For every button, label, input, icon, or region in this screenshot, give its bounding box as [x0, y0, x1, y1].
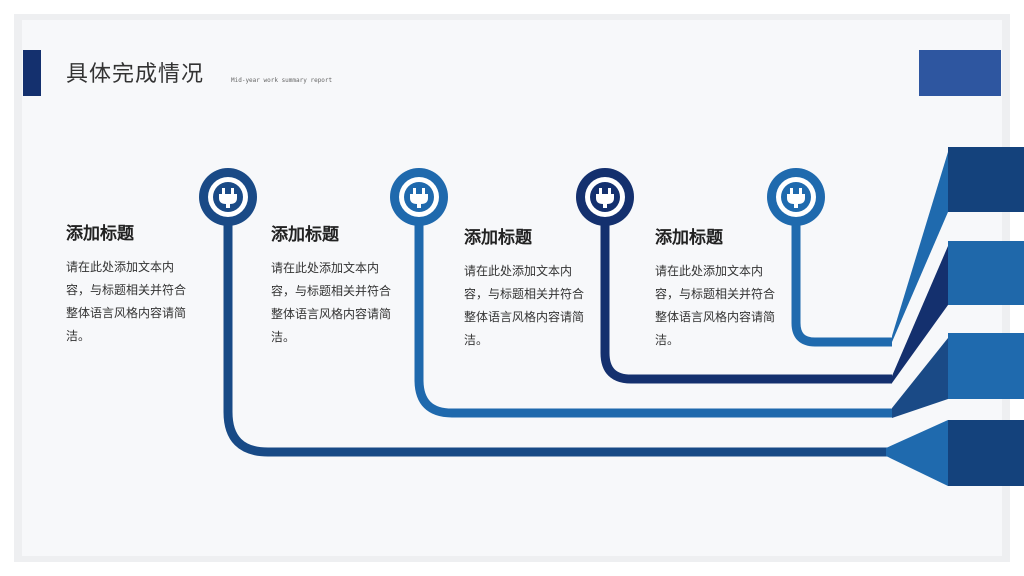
card-body: 请在此处添加文本内容，与标题相关并符合整体语言风格内容请简洁。 [464, 264, 585, 347]
timeline-line-2 [414, 200, 892, 418]
arrow-block-3 [892, 333, 1024, 418]
page-subtitle: Mid-year work summary report [231, 77, 333, 84]
plug-icon [575, 167, 635, 227]
arrow-block-1 [892, 147, 1024, 342]
card-title: 添加标题 [655, 228, 723, 248]
card-title: 添加标题 [464, 228, 532, 248]
card-4: 添加标题 请在此处添加文本内容，与标题相关并符合整体语言风格内容请简洁。 [655, 223, 795, 352]
corner-decoration [919, 50, 1001, 96]
card-body: 请在此处添加文本内容，与标题相关并符合整体语言风格内容请简洁。 [655, 264, 776, 347]
timeline-line-1 [223, 200, 892, 457]
page-title: 具体完成情况 [66, 62, 205, 87]
timeline-line-3 [600, 200, 892, 384]
card-title: 添加标题 [271, 225, 339, 245]
plug-icon [766, 167, 826, 227]
card-body: 请在此处添加文本内容，与标题相关并符合整体语言风格内容请简洁。 [66, 260, 187, 343]
arrow-block-2 [892, 241, 1024, 383]
arrow-block-4 [886, 420, 1024, 486]
card-1: 添加标题 请在此处添加文本内容，与标题相关并符合整体语言风格内容请简洁。 [66, 219, 206, 348]
plug-icon [198, 167, 258, 227]
card-title: 添加标题 [66, 224, 134, 244]
card-3: 添加标题 请在此处添加文本内容，与标题相关并符合整体语言风格内容请简洁。 [464, 223, 604, 352]
card-body: 请在此处添加文本内容，与标题相关并符合整体语言风格内容请简洁。 [271, 261, 392, 344]
timeline-line-4 [791, 200, 892, 347]
plug-icon [389, 167, 449, 227]
title-accent-bar [23, 50, 41, 96]
card-2: 添加标题 请在此处添加文本内容，与标题相关并符合整体语言风格内容请简洁。 [271, 220, 411, 349]
slide-panel [22, 20, 1002, 556]
